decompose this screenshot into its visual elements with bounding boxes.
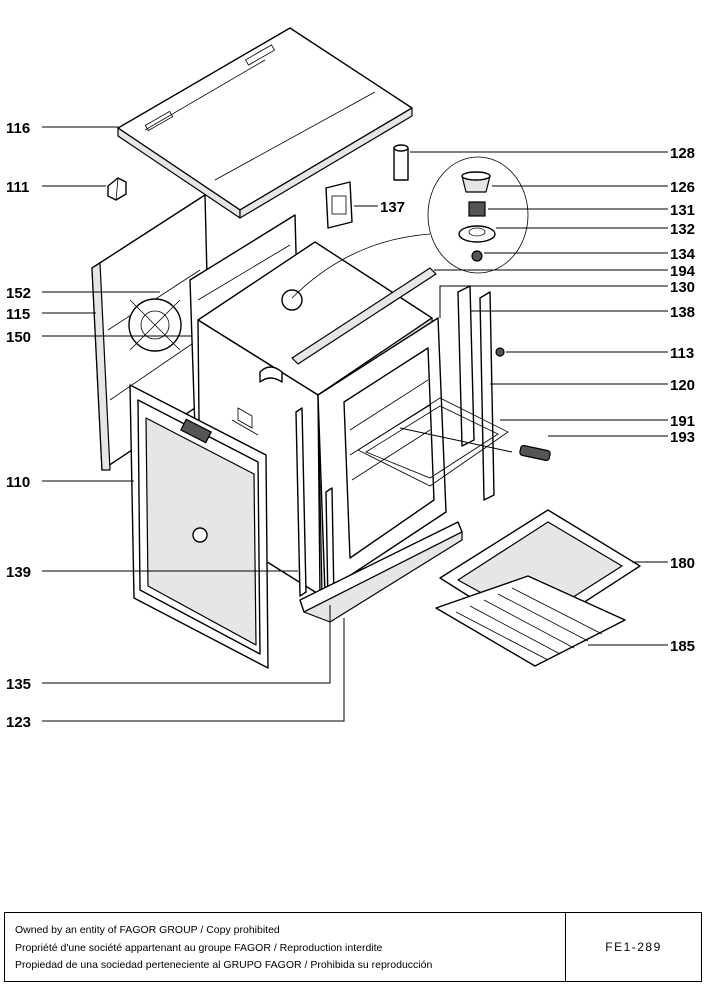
callout-150: 150 — [6, 329, 31, 346]
part-116-top-cover — [117, 27, 413, 219]
callout-137: 137 — [380, 199, 405, 216]
part-111-clip — [107, 177, 127, 201]
copyright-line-en: Owned by an entity of FAGOR GROUP / Copy… — [15, 924, 280, 936]
callout-labels: 116 111 152 115 150 110 139 135 123 128 … — [6, 120, 696, 731]
copyright-line-es: Propiedad de una sociedad perteneciente … — [15, 959, 433, 971]
callout-194: 194 — [670, 263, 696, 280]
part-191-grill-element — [357, 397, 509, 487]
callout-113: 113 — [670, 345, 694, 362]
part-139-hinge — [295, 407, 307, 597]
callout-111: 111 — [6, 179, 29, 196]
callout-152: 152 — [6, 285, 31, 302]
copyright-notes: Owned by an entity of FAGOR GROUP / Copy… — [5, 913, 566, 981]
callout-139: 139 — [6, 564, 31, 581]
part-130-front-frame — [317, 317, 447, 593]
part-137-bracket — [325, 181, 353, 229]
part-128-cylinder — [393, 144, 409, 181]
callout-123: 123 — [6, 714, 31, 731]
callout-120: 120 — [670, 377, 695, 394]
part-152-fan — [128, 298, 182, 352]
callout-116: 116 — [6, 120, 30, 137]
part-193-probe — [399, 427, 551, 462]
callout-110: 110 — [6, 474, 30, 491]
callout-115: 115 — [6, 306, 30, 323]
exploded-oven-diagram: 116 111 152 115 150 110 139 135 123 128 … — [6, 27, 696, 731]
callout-191: 191 — [670, 413, 695, 430]
copyright-line-fr: Propriété d'une société appartenant au g… — [15, 941, 383, 954]
part-138-rail — [457, 285, 495, 501]
callout-135: 135 — [6, 676, 31, 693]
callout-180: 180 — [670, 555, 695, 572]
leader-lines — [42, 126, 668, 722]
part-185-wire-shelf — [435, 575, 626, 667]
callout-185: 185 — [670, 638, 695, 655]
ownership-footer: Owned by an entity of FAGOR GROUP / Copy… — [4, 912, 702, 982]
callout-130: 130 — [670, 279, 695, 296]
callout-193: 193 — [670, 429, 695, 446]
callout-128: 128 — [670, 145, 695, 162]
callout-126: 126 — [670, 179, 695, 196]
callout-132: 132 — [670, 221, 695, 238]
callout-138: 138 — [670, 304, 695, 321]
part-113-screw — [495, 347, 505, 357]
callout-131: 131 — [670, 202, 695, 219]
part-123-bottom-panel — [299, 521, 463, 623]
part-lamp-assembly — [291, 156, 529, 299]
part-194-rail — [291, 267, 437, 365]
part-110-door — [129, 384, 269, 669]
drawing-code: FE1-289 — [605, 940, 662, 954]
callout-134: 134 — [670, 246, 696, 263]
